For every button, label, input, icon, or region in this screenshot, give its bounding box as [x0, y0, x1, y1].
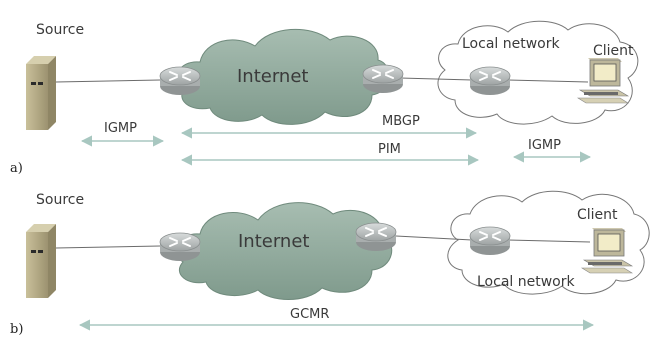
internet-label: Internet [238, 231, 309, 252]
igmp-left-label: IGMP [104, 121, 137, 136]
pim-label: PIM [378, 142, 401, 157]
panel-b: Source Internet Local network Client GCM… [10, 190, 650, 337]
panel-a: Source Internet Local network Client IGM… [10, 20, 639, 176]
link-edge-local-router [395, 235, 473, 241]
client-label: Client [593, 43, 634, 59]
igmp-right-label: IGMP [528, 138, 561, 153]
link-edge-local-router [399, 77, 473, 81]
router-icon [159, 66, 201, 96]
link-source-router [55, 79, 161, 83]
internet-cloud [175, 202, 393, 300]
local-network-label: Local network [462, 36, 560, 52]
source-label: Source [36, 192, 84, 208]
mbgp-label: MBGP [382, 114, 420, 129]
local-network-label: Local network [477, 274, 575, 290]
source-label: Source [36, 22, 84, 38]
client-label: Client [577, 207, 618, 223]
source-server-icon [26, 224, 56, 298]
internet-label: Internet [237, 66, 308, 87]
router-icon [355, 222, 397, 252]
router-icon [469, 226, 511, 256]
link-local-router-client [507, 79, 589, 83]
link-source-router [55, 245, 161, 249]
panel-a-label: a) [10, 161, 23, 176]
router-icon [469, 66, 511, 96]
source-server-icon [26, 56, 56, 130]
router-icon [159, 232, 201, 262]
link-local-router-client [507, 239, 591, 243]
panel-b-label: b) [10, 322, 23, 337]
gcmr-label: GCMR [290, 307, 329, 322]
router-icon [362, 64, 404, 94]
